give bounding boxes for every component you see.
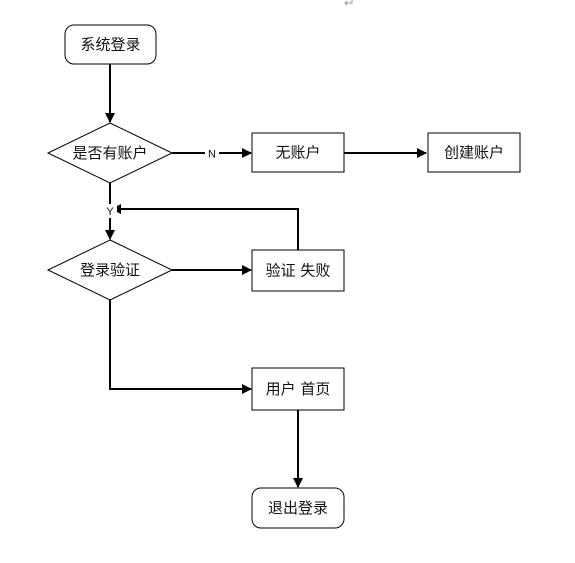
edge-label-y: Y	[106, 206, 114, 218]
node-logout-label: 退出登录	[268, 499, 328, 517]
node-has-account-shape	[46, 122, 174, 184]
node-no-account-label: 无账户	[275, 144, 320, 162]
node-start-shape	[64, 24, 157, 65]
edge-label-n-background	[205, 146, 219, 160]
node-verify-failed-label: 验证 失败	[266, 262, 331, 280]
return-mark-icon	[344, 0, 353, 6]
node-create-account-label: 创建账户	[444, 144, 504, 162]
node-create-account-shape	[427, 132, 521, 173]
edge-login-verify-to-user-home	[109, 300, 252, 394]
node-login-verify-label: 登录验证	[80, 261, 140, 279]
edge-label-y-background	[103, 204, 117, 218]
edge-verify-failed-back-to-loop	[111, 204, 299, 250]
node-verify-failed-shape	[251, 249, 345, 292]
node-has-account-label: 是否有账户	[72, 144, 147, 162]
node-login-verify-shape	[46, 239, 174, 301]
node-no-account-shape	[251, 132, 345, 173]
edge-label-n: N	[208, 149, 216, 161]
node-user-home-label: 用户 首页	[266, 380, 331, 398]
node-logout-shape	[251, 487, 345, 529]
node-user-home-shape	[251, 367, 345, 411]
node-start-label: 系统登录	[80, 36, 140, 54]
